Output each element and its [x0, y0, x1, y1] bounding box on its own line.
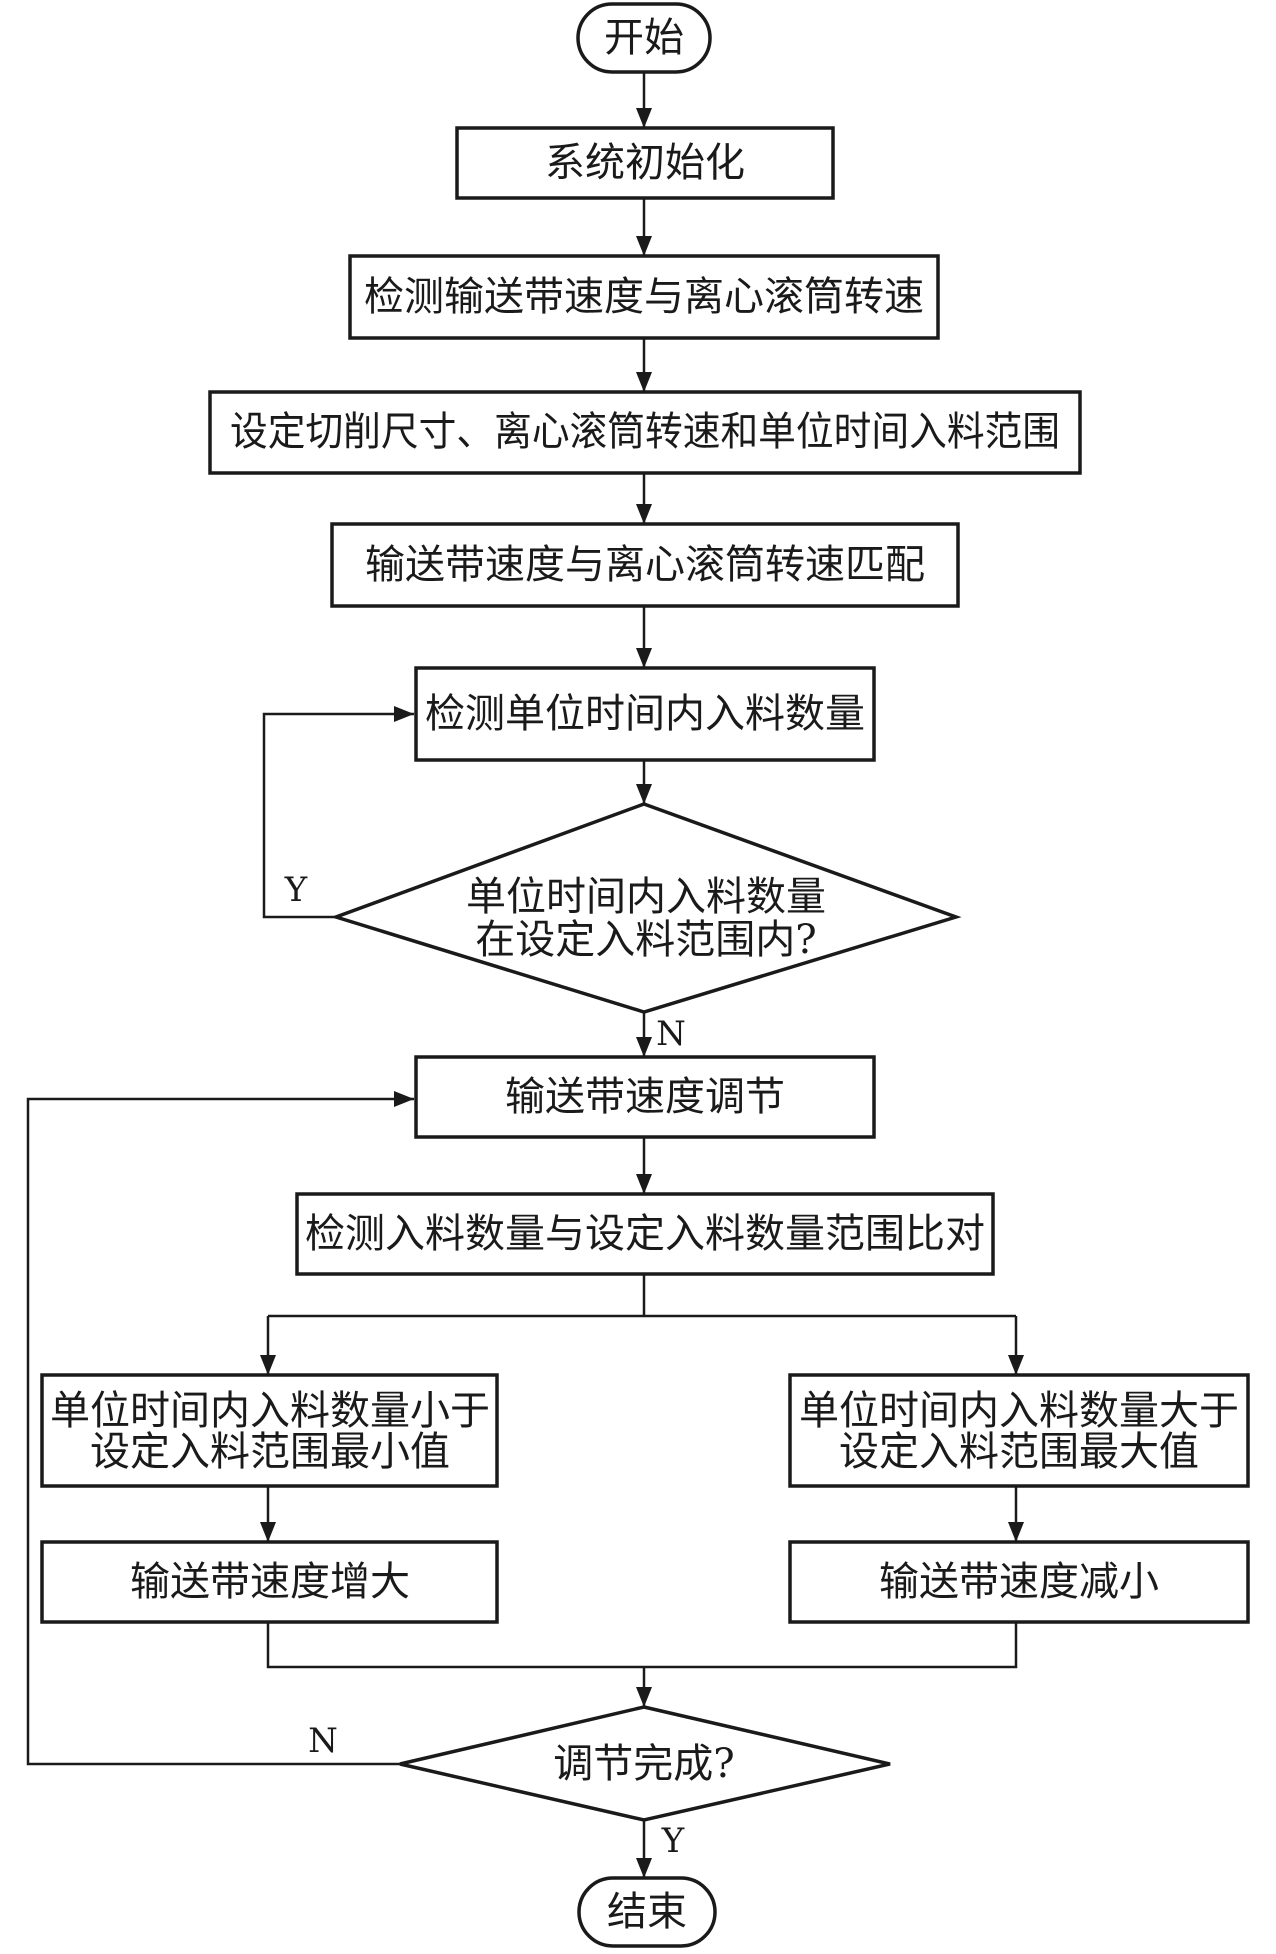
done-decision-label: 调节完成?	[553, 1741, 734, 1787]
greater-than-line2: 设定入料范围最大值	[839, 1429, 1199, 1475]
range-yes-label: Y	[284, 870, 308, 910]
decrease-process: 输送带速度减小	[788, 1540, 1250, 1624]
done-no-label: N	[308, 1721, 338, 1761]
detect-speed-label: 检测输送带速度与离心滚筒转速	[364, 274, 924, 320]
edge-done-no-loop	[26, 1091, 414, 1766]
compare-label: 检测入料数量与设定入料数量范围比对	[305, 1211, 985, 1257]
range-no-label: N	[656, 1014, 686, 1054]
done-decision: 调节完成?	[399, 1705, 891, 1822]
match-label: 输送带速度与离心滚筒转速匹配	[365, 542, 925, 588]
adjust-label: 输送带速度调节	[505, 1074, 785, 1120]
compare-process: 检测入料数量与设定入料数量范围比对	[295, 1192, 995, 1276]
decrease-label: 输送带速度减小	[879, 1559, 1159, 1605]
less-than-line2: 设定入料范围最小值	[90, 1429, 450, 1475]
less-than-line1: 单位时间内入料数量小于	[50, 1388, 490, 1434]
end-label: 结束	[607, 1889, 687, 1935]
done-yes-label: Y	[661, 1821, 685, 1861]
range-decision-line2: 在设定入料范围内?	[475, 917, 816, 963]
detect-feed-process: 检测单位时间内入料数量	[414, 666, 876, 762]
greater-than-line1: 单位时间内入料数量大于	[799, 1388, 1239, 1434]
edge-compare-split	[268, 1274, 1016, 1318]
greater-than-process: 单位时间内入料数量大于 设定入料范围最大值	[788, 1373, 1250, 1488]
set-params-process: 设定切削尺寸、离心滚筒转速和单位时间入料范围	[208, 390, 1082, 475]
detect-feed-label: 检测单位时间内入料数量	[425, 691, 865, 737]
end-terminal: 结束	[577, 1876, 717, 1948]
match-process: 输送带速度与离心滚筒转速匹配	[330, 522, 960, 608]
adjust-process: 输送带速度调节	[414, 1055, 876, 1139]
init-process: 系统初始化	[455, 126, 835, 200]
edge-decision-yes-loop	[262, 706, 414, 919]
edge-merge	[266, 1622, 1018, 1707]
less-than-process: 单位时间内入料数量小于 设定入料范围最小值	[40, 1373, 499, 1488]
edges	[26, 72, 1024, 1878]
range-decision-line1: 单位时间内入料数量	[466, 874, 826, 920]
init-label: 系统初始化	[545, 140, 745, 186]
start-label: 开始	[604, 15, 684, 61]
set-params-label: 设定切削尺寸、离心滚筒转速和单位时间入料范围	[230, 409, 1060, 455]
detect-speed-process: 检测输送带速度与离心滚筒转速	[348, 254, 940, 340]
increase-label: 输送带速度增大	[130, 1559, 410, 1605]
range-decision: 单位时间内入料数量 在设定入料范围内?	[330, 802, 962, 1014]
start-terminal: 开始	[576, 2, 712, 74]
increase-process: 输送带速度增大	[40, 1540, 499, 1624]
